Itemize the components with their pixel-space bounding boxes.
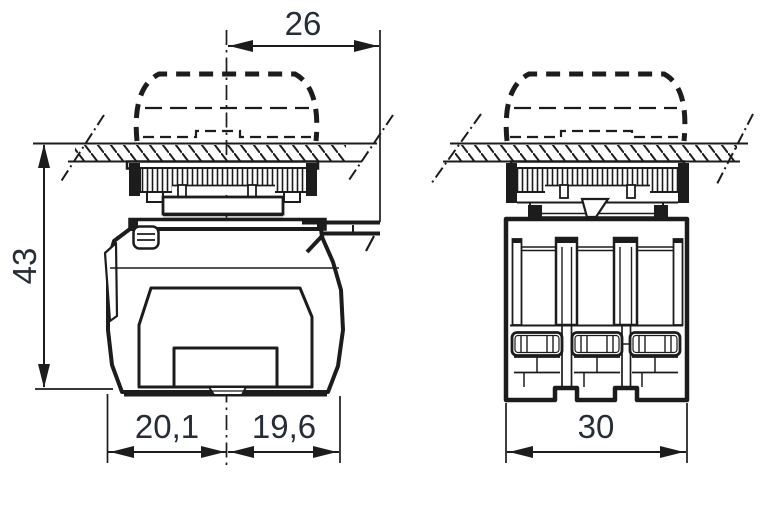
panel-break-mark	[716, 113, 754, 185]
contact-block-side	[103, 220, 380, 397]
mounting-ring	[125, 160, 320, 203]
dim-bottom-right-width: 19,6	[228, 396, 341, 463]
dim-arrow-left-icon	[229, 40, 253, 52]
dim-label-26: 26	[285, 5, 322, 42]
dim-arrow-left-icon	[509, 446, 533, 458]
latch-clip	[132, 225, 160, 250]
dim-height: 43	[6, 144, 113, 390]
dim-arrow-right-icon	[313, 446, 337, 458]
dim-arrow-right-icon	[354, 40, 378, 52]
dim-arrow-up-icon	[38, 144, 50, 168]
contact-block-front	[503, 197, 690, 403]
dim-top-width: 26	[228, 5, 381, 222]
dim-label-43: 43	[6, 248, 43, 285]
panel-break-mark	[59, 114, 105, 184]
cap-outline	[503, 71, 688, 142]
screw-terminal	[510, 331, 564, 387]
body-window	[137, 286, 314, 389]
panel-break-mark	[346, 114, 394, 184]
latch-arm	[103, 241, 119, 323]
dim-arrow-down-icon	[38, 364, 50, 388]
inner-bridge	[172, 346, 279, 387]
cap-outline	[133, 71, 320, 142]
dim-bottom-left-width: 20,1	[106, 394, 226, 463]
dim-arrow-right-icon	[660, 446, 684, 458]
panel-hatch	[75, 145, 346, 161]
side-view: 26 43 20,1 19,6	[6, 5, 394, 467]
mounting-ring	[506, 160, 689, 204]
front-view: 30	[430, 71, 754, 463]
dim-label-30: 30	[578, 408, 615, 445]
dim-arrow-left-icon	[110, 446, 134, 458]
dim-arrow-left-icon	[230, 446, 254, 458]
dim-label-19-6: 19,6	[252, 408, 316, 445]
panel-break-mark	[430, 113, 482, 185]
dim-label-20-1: 20,1	[135, 408, 199, 445]
panel-hatch	[455, 145, 737, 161]
plunger-channel	[554, 236, 579, 327]
plunger-channel	[612, 236, 639, 327]
dim-front-width: 30	[505, 403, 688, 463]
screw-terminal	[570, 331, 624, 387]
plunger-funnel	[580, 197, 611, 219]
actuator-cap-dashed	[503, 71, 688, 142]
release-flag	[302, 220, 380, 254]
dim-arrow-right-icon	[201, 446, 225, 458]
actuator-cap-dashed	[133, 71, 320, 142]
